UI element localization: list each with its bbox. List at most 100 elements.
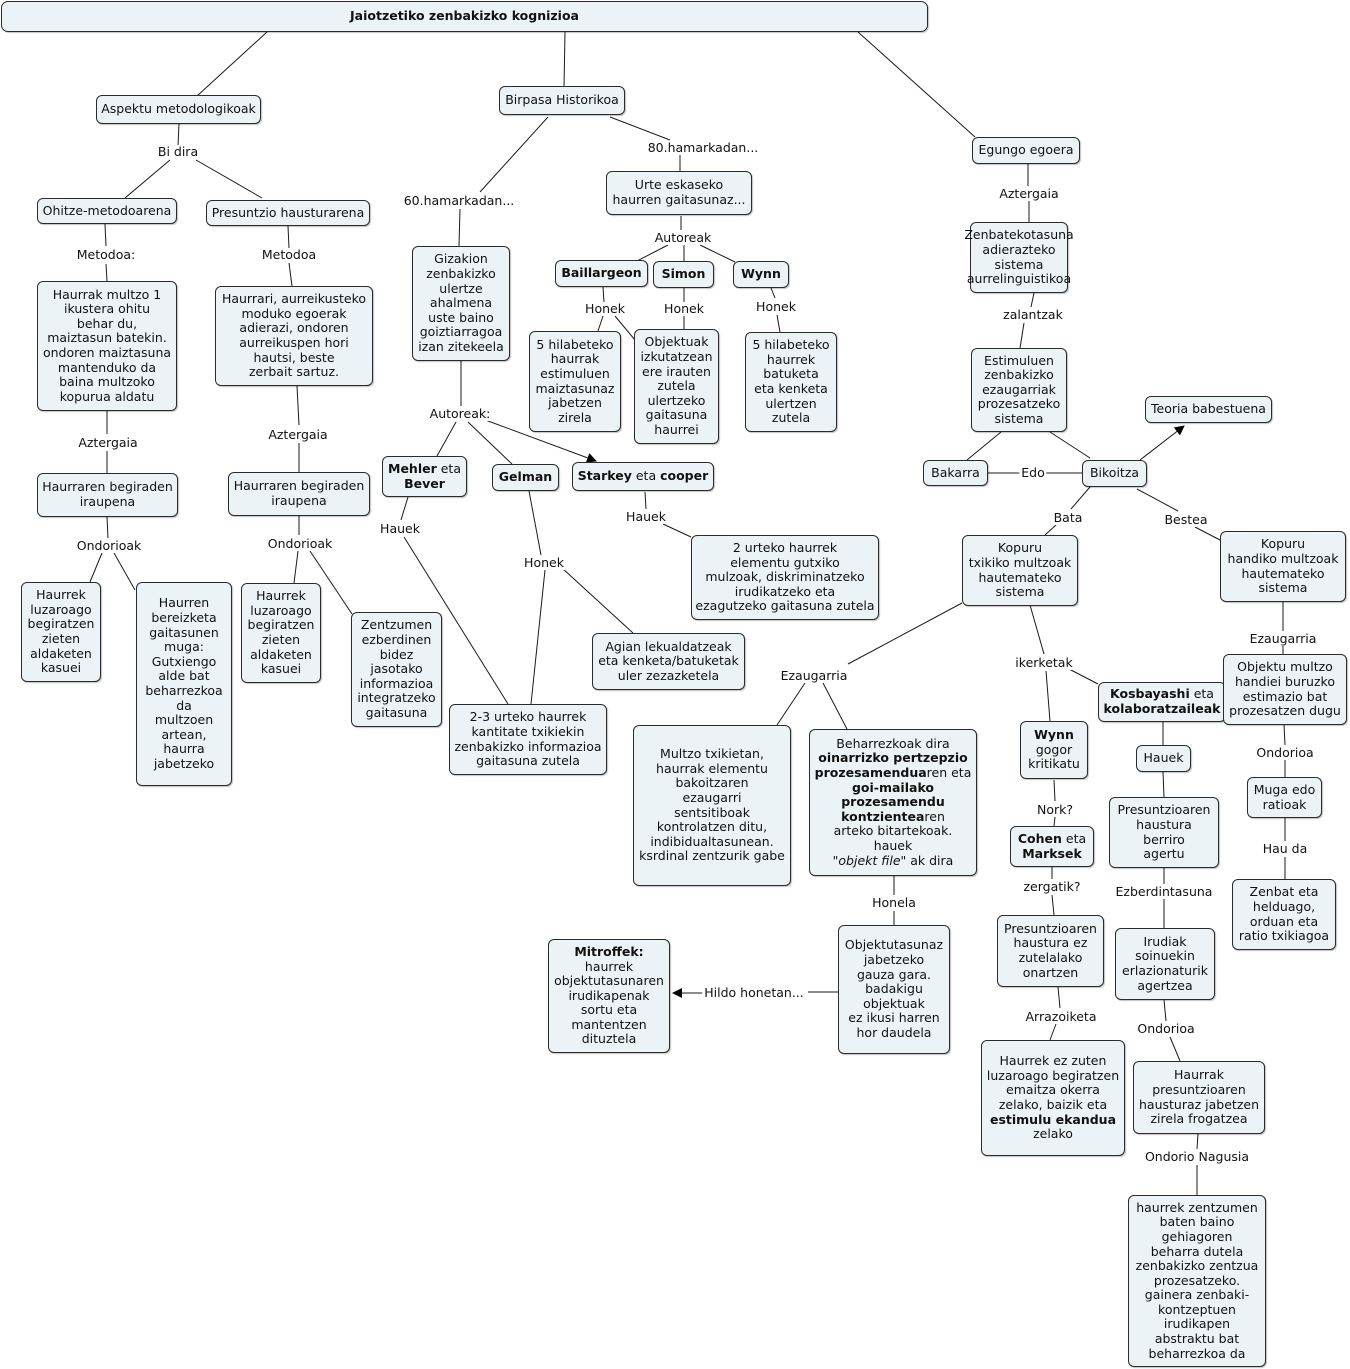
concept-zenbatekotasuna: Zenbatekotasuna adierazteko sistema aurr… <box>964 222 1074 293</box>
concept-text: Haurren bereizketa gaitasunen muga: Gutx… <box>145 595 223 771</box>
link-ezberdintasuna: Ezberdintasuna <box>1113 884 1215 899</box>
concept-zenbat-eta: Zenbat eta helduago, orduan eta ratio tx… <box>1232 879 1336 950</box>
concept-bi-hiru-urteko: 2-3 urteko haurrek kantitate txikiekin z… <box>449 704 607 775</box>
concept-text: Haurraren begiraden iraupena <box>233 478 365 508</box>
link-hildo-honetan: Hildo honetan... <box>702 985 806 1000</box>
concept-text: Haurrek ez zuten luzaroago begiratzen em… <box>986 1053 1120 1142</box>
main-title-text: Jaiotzetiko zenbakizko kognizioa <box>350 8 579 24</box>
concept-text: Teoria babestuena <box>1151 401 1266 417</box>
concept-cohen-marksek: Cohen eta Marksek <box>1010 826 1094 867</box>
concept-text: Agian lekualdatzeak eta kenketa/batuketa… <box>598 638 739 683</box>
concept-text: Haurraren begiraden iraupena <box>42 479 173 509</box>
concept-text: Irudiak soinuekin erlazionaturik agertze… <box>1122 933 1208 993</box>
concept-egungo-egoera: Egungo egoera <box>972 137 1080 164</box>
concept-text: Objektu multzo handiei buruzko estimazio… <box>1229 659 1341 719</box>
concept-text: Kopuru handiko multzoak hautemateko sist… <box>1227 536 1339 596</box>
link-bata: Bata <box>1051 510 1085 525</box>
concept-text: Zentzumen ezberdinen bidez jasotako info… <box>357 617 436 720</box>
concept-gizakion: Gizakion zenbakizko ulertze ahalmena ust… <box>412 246 510 361</box>
concept-text: Baillargeon <box>561 265 642 281</box>
concept-text: haurrek zentzumen baten baino gehiagoren… <box>1135 1199 1259 1361</box>
concept-irudiak: Irudiak soinuekin erlazionaturik agertze… <box>1115 928 1215 1000</box>
concept-multzo-txikietan: Multzo txikietan, haurrak elementu bakoi… <box>633 725 791 886</box>
concept-text: Haurrek luzaroago begiratzen zieten alda… <box>247 588 315 677</box>
concept-text: Multzo txikietan, haurrak elementu bakoi… <box>639 746 785 864</box>
link-honela: Honela <box>870 895 918 910</box>
concept-wynn-gogor: Wynn gogor kritikatu <box>1020 721 1088 779</box>
concept-kopuru-txiki: Kopuru txikiko multzoak hautemateko sist… <box>962 535 1078 606</box>
link-honek-1: Honek <box>583 301 627 316</box>
concept-text: Kosbayashi eta kolaboratzaileak <box>1103 686 1221 716</box>
concept-zentzumen: Zentzumen ezberdinen bidez jasotako info… <box>351 612 442 727</box>
concept-text: Zenbatekotasuna adierazteko sistema aurr… <box>964 227 1074 287</box>
concept-muga-edo: Muga edo ratioak <box>1247 777 1322 818</box>
link-autoreak-top: Autoreak <box>652 230 714 245</box>
main-title: Jaiotzetiko zenbakizko kognizioa <box>1 1 928 32</box>
concept-text: Muga edo ratioak <box>1253 781 1316 812</box>
concept-text: Mehler eta Bever <box>388 460 461 491</box>
concept-wynn-top: Wynn <box>733 261 789 288</box>
concept-text: Bikoitza <box>1089 465 1140 481</box>
concept-text: Hauek <box>1143 750 1184 766</box>
concept-objektutasunaz: Objektutasunaz jabetzeko gauza gara. bad… <box>838 925 950 1054</box>
concept-text: Starkey eta cooper <box>577 468 709 484</box>
concept-kosbayashi: Kosbayashi eta kolaboratzaileak <box>1098 682 1226 722</box>
link-80-hamarkadan: 80.hamarkadan... <box>645 140 761 155</box>
link-ikerketak: ikerketak <box>1013 655 1075 670</box>
concept-text: Beharrezkoak dira oinarrizko pertzepzio … <box>814 735 972 868</box>
concept-presuntzio-metodo: Haurrari, aurreikusteko moduko egoerak a… <box>215 286 373 386</box>
link-edo: Edo <box>1019 465 1047 480</box>
link-honek-gelman: Honek <box>522 555 566 570</box>
concept-text: Presuntzioaren haustura ez zutelalako on… <box>1004 920 1097 980</box>
concept-iraupena-1: Haurraren begiraden iraupena <box>37 473 178 517</box>
link-bi-dira: Bi dira <box>155 144 201 159</box>
concept-text: Haurrak multzo 1 ikustera ohitu behar du… <box>42 286 172 404</box>
concept-baillargeon: Baillargeon <box>555 260 648 287</box>
concept-bereizketa: Haurren bereizketa gaitasunen muga: Gutx… <box>136 582 232 786</box>
concept-hauek: Hauek <box>1136 745 1191 772</box>
concept-text: Birpasa Historikoa <box>505 92 619 108</box>
concept-text: Kopuru txikiko multzoak hautemateko sist… <box>968 540 1072 600</box>
link-ondorioa-r: Ondorioa <box>1254 745 1316 760</box>
link-autoreak-mid: Autoreak: <box>427 406 493 421</box>
concept-luzaroago-1: Haurrek luzaroago begiratzen zieten alda… <box>21 582 101 682</box>
link-bestea: Bestea <box>1162 512 1210 527</box>
link-hau-da: Hau da <box>1260 841 1310 856</box>
link-ondorioa-k: Ondorioa <box>1135 1021 1197 1036</box>
concept-simon: Simon <box>653 261 714 288</box>
link-zergatik: zergatik? <box>1021 879 1083 894</box>
link-ezaugarria: Ezaugarria <box>778 668 850 683</box>
link-honek-3: Honek <box>754 299 798 314</box>
link-metodoa-1: Metodoa: <box>74 247 138 262</box>
link-60-hamarkadan: 60.hamarkadan... <box>401 193 517 208</box>
link-aztergaia-2: Aztergaia <box>266 427 330 442</box>
concept-iraupena-2: Haurraren begiraden iraupena <box>228 472 370 516</box>
concept-text: Presuntzioaren haustura berriro agertu <box>1117 802 1211 862</box>
concept-text: 2 urteko haurrek elementu gutxiko mulzoa… <box>695 540 875 614</box>
link-metodoa-2: Metodoa <box>259 247 319 262</box>
concept-text: Haurrek luzaroago begiratzen zieten alda… <box>27 587 95 676</box>
concept-presuntzio-berriro: Presuntzioaren haustura berriro agertu <box>1109 797 1219 868</box>
concept-objektuak: Objektuak izkutatzean ere irauten zutela… <box>634 329 719 444</box>
concept-text: Cohen eta Marksek <box>1017 830 1087 861</box>
concept-starkey-cooper: Starkey eta cooper <box>572 462 714 491</box>
concept-presuntzio-hausturarena: Presuntzio hausturarena <box>206 200 370 226</box>
link-aztergaia-egungo: Aztergaia <box>997 186 1061 201</box>
concept-text: Objektuak izkutatzean ere irauten zutela… <box>640 334 713 437</box>
concept-objektu-multzo: Objektu multzo handiei buruzko estimazio… <box>1223 654 1347 725</box>
concept-text: Gizakion zenbakizko ulertze ahalmena ust… <box>418 251 504 354</box>
concept-aspektu-metodologikoak: Aspektu metodologikoak <box>96 95 261 124</box>
concept-kopuru-handi: Kopuru handiko multzoak hautemateko sist… <box>1220 531 1346 602</box>
concept-birpasa-historikoa: Birpasa Historikoa <box>499 86 625 115</box>
concept-text: 2-3 urteko haurrek kantitate txikiekin z… <box>454 709 602 769</box>
link-arrazoiketa: Arrazoiketa <box>1023 1009 1099 1024</box>
concept-text: Mitroffek: haurrek objektutasunaren irud… <box>554 943 664 1047</box>
concept-gelman: Gelman <box>492 464 559 491</box>
concept-ohitze-metodoarena: Ohitze-metodoarena <box>37 198 177 224</box>
concept-bi-urteko: 2 urteko haurrek elementu gutxiko mulzoa… <box>691 535 879 620</box>
link-ondorioak-1: Ondorioak <box>74 538 144 553</box>
concept-mehler-bever: Mehler eta Bever <box>382 456 467 497</box>
concept-presuntzio-ez: Presuntzioaren haustura ez zutelalako on… <box>997 915 1104 987</box>
concept-text: Egungo egoera <box>978 142 1074 158</box>
concept-text: Estimuluen zenbakizko ezaugarriak prozes… <box>977 352 1061 426</box>
